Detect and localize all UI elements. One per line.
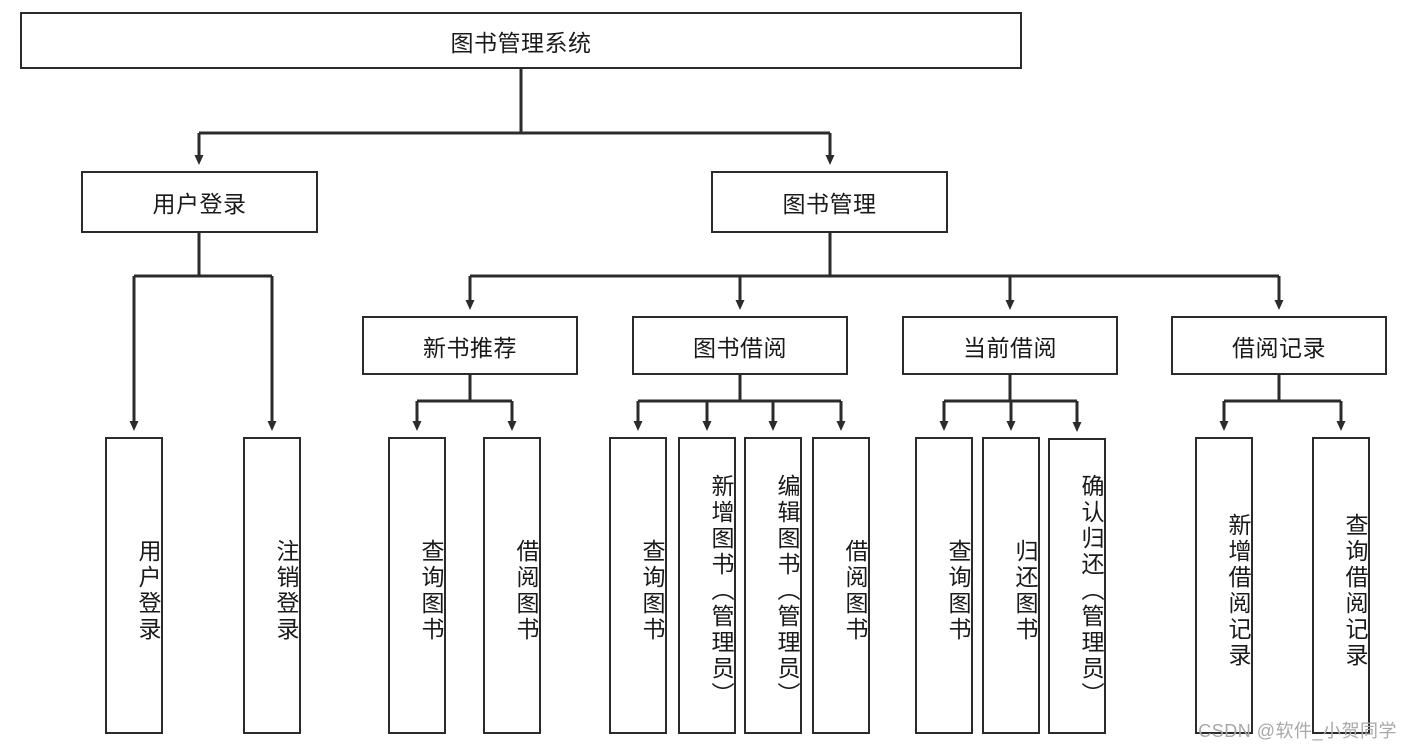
node-label: 查询借阅记录 bbox=[1342, 512, 1368, 669]
node-label: 编辑图书（管理员） bbox=[774, 473, 800, 708]
node-leaf-user-login[interactable]: 用户登录 bbox=[105, 437, 163, 734]
node-label: 新增借阅记录 bbox=[1225, 512, 1251, 669]
node-leaf-logout[interactable]: 注销登录 bbox=[243, 437, 301, 734]
node-leaf-query-book-borrow[interactable]: 查询图书 bbox=[609, 437, 667, 734]
node-leaf-query-book-current[interactable]: 查询图书 bbox=[915, 437, 973, 734]
node-leaf-query-borrow-record[interactable]: 查询借阅记录 bbox=[1312, 437, 1370, 734]
node-label: 注销登录 bbox=[273, 538, 299, 643]
node-label: 新书推荐 bbox=[423, 334, 517, 361]
node-label: 当前借阅 bbox=[963, 334, 1057, 361]
node-leaf-borrow-book-newbook[interactable]: 借阅图书 bbox=[483, 437, 541, 734]
node-label: 图书管理 bbox=[782, 191, 877, 217]
node-label: 查询图书 bbox=[639, 538, 665, 643]
node-label: 图书管理系统 bbox=[450, 29, 592, 56]
node-book-manage[interactable]: 图书管理 bbox=[711, 171, 948, 233]
node-root-system[interactable]: 图书管理系统 bbox=[20, 12, 1022, 69]
node-leaf-query-book-newbook[interactable]: 查询图书 bbox=[388, 437, 446, 734]
node-label: 确认归还（管理员） bbox=[1078, 474, 1104, 708]
node-label: 新增图书（管理员） bbox=[708, 473, 734, 708]
node-leaf-borrow-book-borrow[interactable]: 借阅图书 bbox=[812, 437, 870, 734]
node-current-borrow[interactable]: 当前借阅 bbox=[902, 316, 1118, 375]
node-new-book-recommend[interactable]: 新书推荐 bbox=[362, 316, 578, 375]
node-label: 用户登录 bbox=[152, 191, 247, 217]
node-label: 借阅图书 bbox=[513, 538, 539, 643]
node-book-borrow[interactable]: 图书借阅 bbox=[632, 316, 848, 375]
node-borrow-record[interactable]: 借阅记录 bbox=[1171, 316, 1387, 375]
node-leaf-edit-book-admin[interactable]: 编辑图书（管理员） bbox=[744, 437, 802, 734]
node-label: 用户登录 bbox=[135, 538, 161, 643]
node-label: 查询图书 bbox=[945, 538, 971, 643]
node-leaf-add-borrow-record[interactable]: 新增借阅记录 bbox=[1195, 437, 1253, 734]
node-label: 归还图书 bbox=[1012, 538, 1038, 643]
node-leaf-return-book[interactable]: 归还图书 bbox=[982, 437, 1040, 734]
node-label: 借阅图书 bbox=[842, 538, 868, 643]
node-label: 借阅记录 bbox=[1232, 334, 1326, 361]
node-label: 查询图书 bbox=[418, 538, 444, 643]
node-leaf-add-book-admin[interactable]: 新增图书（管理员） bbox=[678, 437, 736, 734]
node-label: 图书借阅 bbox=[693, 334, 787, 361]
node-leaf-confirm-return-admin[interactable]: 确认归还（管理员） bbox=[1048, 438, 1106, 734]
node-user-login[interactable]: 用户登录 bbox=[81, 171, 318, 233]
